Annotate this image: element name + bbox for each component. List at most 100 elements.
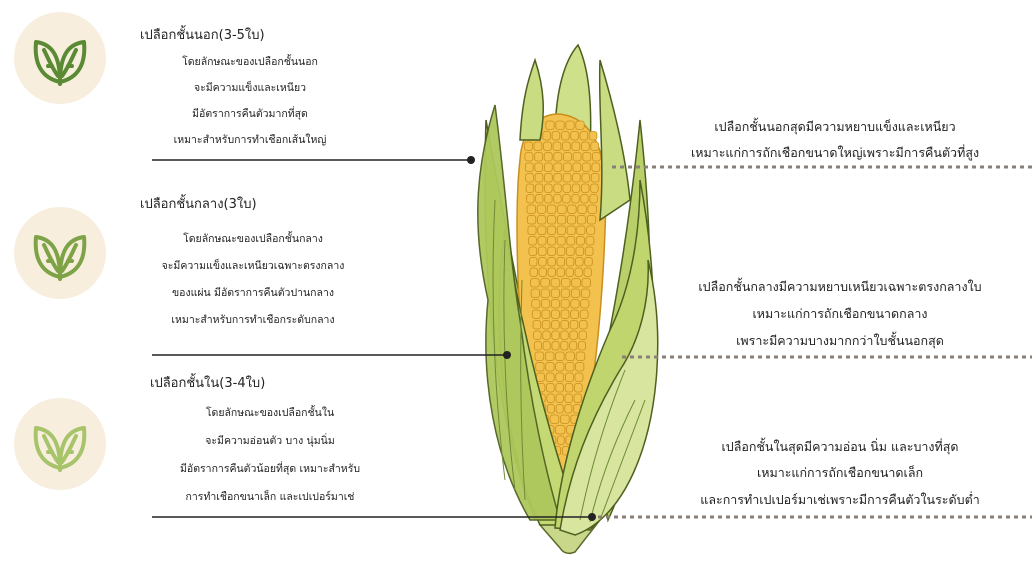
- corn-kernel: [587, 216, 595, 225]
- corn-kernel: [570, 342, 577, 351]
- corn-kernel: [552, 342, 559, 351]
- corn-kernel: [581, 184, 589, 193]
- corn-kernel: [572, 279, 581, 288]
- corn-kernel: [563, 174, 571, 183]
- corn-kernel: [527, 205, 536, 214]
- inner-layer-desc-1: โดยลักษณะของเปลือกชั้นใน: [140, 404, 400, 421]
- corn-kernel: [556, 352, 565, 361]
- corn-kernel: [585, 247, 593, 256]
- corn-kernel: [557, 247, 565, 256]
- corn-kernel: [563, 184, 571, 193]
- corn-kernel: [552, 132, 560, 141]
- inner-layer-desc-4: การทำเชือกขนาเล็ก และเปเปอร์มาเช่: [140, 488, 400, 505]
- corn-kernel: [548, 247, 556, 256]
- corn-kernel: [582, 163, 590, 172]
- corn-kernel: [554, 163, 562, 172]
- outer-layer-desc-2: จะมีความแข็งและเหนียว: [150, 79, 350, 96]
- corn-kernel: [584, 268, 591, 277]
- corn-kernel: [592, 163, 600, 172]
- corn-kernel: [551, 279, 560, 288]
- middle-note-3: เพราะมีความบางมากกว่าใบชั้นนอกสุด: [650, 331, 1030, 351]
- corn-kernel: [561, 310, 569, 319]
- corn-kernel: [557, 268, 564, 277]
- corn-kernel: [571, 300, 579, 309]
- corn-kernel: [556, 121, 564, 130]
- corn-kernel: [577, 226, 585, 235]
- corn-kernel: [558, 436, 565, 445]
- corn-kernel: [546, 363, 554, 372]
- corn-kernel: [528, 237, 536, 246]
- corn-kernel: [563, 195, 570, 204]
- corn-kernel: [535, 163, 543, 172]
- corn-kernel: [548, 258, 556, 267]
- corn-kernel: [566, 121, 574, 130]
- inner-note-3: และการทำเปเปอร์มาเช่เพราะมีการคืนตัวในระ…: [650, 490, 1030, 510]
- corn-kernel: [574, 394, 581, 403]
- inner-note-1: เปลือกชั้นในสุดมีความอ่อน นิ่ม และบางที่…: [650, 437, 1030, 457]
- corn-kernel: [576, 258, 584, 267]
- husk-left-tip: [520, 60, 543, 140]
- connector-middle-dot: [503, 351, 511, 359]
- corn-kernel: [535, 174, 543, 183]
- corn-kernel: [571, 310, 579, 319]
- corn-kernel: [539, 258, 547, 267]
- corn-kernel: [547, 216, 555, 225]
- corn-kernel: [554, 184, 562, 193]
- inner-layer-desc-2: จะมีความอ่อนตัว บาง นุ่มนิ่ม: [140, 432, 400, 449]
- corn-kernel: [576, 363, 584, 372]
- corn-kernel: [544, 153, 552, 162]
- corn-kernel: [561, 289, 569, 298]
- corn-kernel: [573, 153, 581, 162]
- corn-kernel: [563, 163, 571, 172]
- corn-kernel: [591, 142, 599, 151]
- corn-kernel: [554, 195, 561, 204]
- corn-kernel: [566, 268, 573, 277]
- corn-kernel: [576, 352, 585, 361]
- corn-kernel: [548, 268, 555, 277]
- corn-kernel: [530, 268, 537, 277]
- corn-kernel: [551, 300, 559, 309]
- corn-kernel: [581, 300, 589, 309]
- corn-kernel: [547, 394, 554, 403]
- corn-kernel: [561, 342, 568, 351]
- corn-kernel: [538, 247, 546, 256]
- middle-layer-desc-2: จะมีความแข็งและเหนียวเฉพาะตรงกลาง: [118, 257, 388, 274]
- corn-kernel: [534, 342, 541, 351]
- corn-kernel: [561, 415, 570, 424]
- corn-kernel: [565, 394, 572, 403]
- corn-kernel: [580, 321, 588, 330]
- corn-kernel: [556, 384, 564, 393]
- corn-kernel: [561, 132, 569, 141]
- corn-kernel: [541, 289, 549, 298]
- corn-kernel: [552, 321, 560, 330]
- corn-kernel: [581, 142, 589, 151]
- corn-kernel: [581, 195, 588, 204]
- corn-kernel: [554, 153, 562, 162]
- corn-kernel: [527, 195, 534, 204]
- corn-kernel: [573, 163, 581, 172]
- corn-kernel: [542, 321, 550, 330]
- corn-kernel: [529, 247, 537, 256]
- corn-kernel: [556, 405, 563, 414]
- corn-kernel: [585, 258, 593, 267]
- corn-kernel: [543, 331, 551, 340]
- corn-kernel: [561, 300, 569, 309]
- corn-kernel: [576, 247, 584, 256]
- corn-kernel: [582, 279, 591, 288]
- inner-layer-title: เปลือกชั้นใน(3-4ใบ): [150, 372, 265, 393]
- corn-kernel: [568, 205, 577, 214]
- corn-kernel: [528, 226, 536, 235]
- corn-kernel: [536, 195, 543, 204]
- corn-kernel: [565, 384, 573, 393]
- corn-kernel: [561, 279, 570, 288]
- corn-kernel: [580, 132, 588, 141]
- corn-kernel: [567, 216, 575, 225]
- corn-kernel: [567, 237, 575, 246]
- corn-kernel: [567, 226, 575, 235]
- corn-kernel: [556, 363, 564, 372]
- corn-kernel: [542, 310, 550, 319]
- corn-kernel: [557, 237, 565, 246]
- inner-layer-desc-3: มีอัตราการคืนตัวน้อยที่สุด เหมาะสำหรับ: [140, 460, 400, 477]
- corn-kernel: [591, 174, 599, 183]
- corn-kernel: [578, 342, 585, 351]
